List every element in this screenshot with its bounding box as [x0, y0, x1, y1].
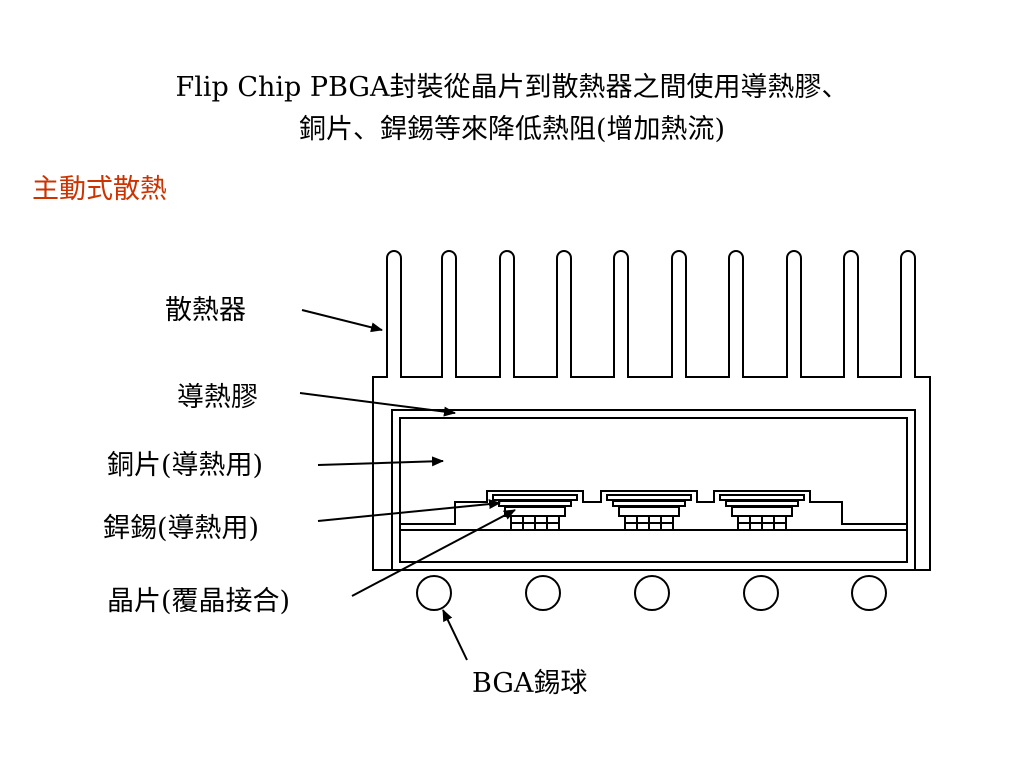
label-heatsink: 散熱器 — [165, 295, 246, 326]
arrow-solder — [317, 499, 501, 522]
bga-solder-ball — [416, 575, 452, 611]
bga-solder-ball — [525, 575, 561, 611]
bga-solder-ball — [851, 575, 887, 611]
flip-chip-1 — [492, 494, 578, 531]
copper-plate-underside — [400, 490, 907, 525]
arrow-copper-plate — [317, 456, 444, 467]
bga-solder-ball — [634, 575, 670, 611]
label-die: 晶片(覆晶接合) — [107, 586, 291, 617]
label-bga-balls: BGA錫球 — [472, 668, 588, 699]
arrow-heatsink — [301, 309, 383, 333]
flip-chip-2 — [606, 494, 692, 531]
flip-chip-3 — [719, 494, 805, 531]
heatsink — [372, 250, 931, 571]
heatsink-fins-outline — [372, 250, 931, 571]
slide-title-line1: Flip Chip PBGA封裝從晶片到散熱器之間使用導熱膠、 — [175, 72, 849, 103]
copper-plate — [399, 417, 908, 563]
label-copper-plate: 銅片(導熱用) — [107, 450, 264, 481]
slide-title-line2: 銅片、銲錫等來降低熱阻(增加熱流) — [298, 114, 726, 145]
label-solder: 銲錫(導熱用) — [103, 513, 260, 544]
slide-subtitle: 主動式散熱 — [32, 174, 167, 205]
arrow-die — [351, 509, 516, 597]
thermal-paste-layer — [391, 409, 916, 571]
arrow-thermal-paste — [299, 392, 456, 417]
label-thermal-paste: 導熱膠 — [177, 382, 258, 413]
arrow-bga-ball — [442, 609, 468, 661]
bga-solder-ball — [743, 575, 779, 611]
